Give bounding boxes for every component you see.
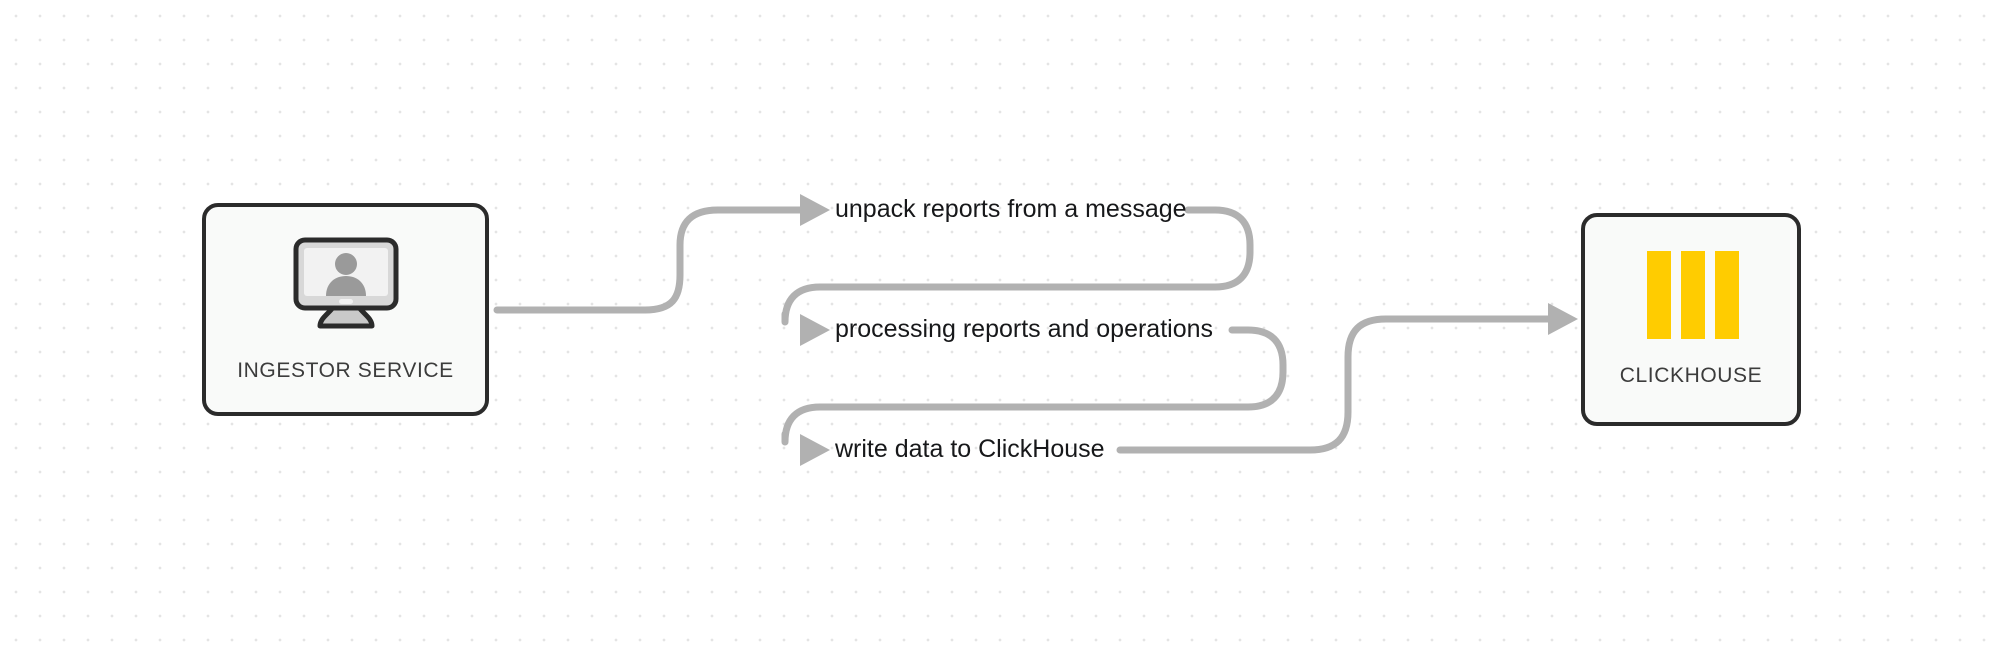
clickhouse-bars-icon — [1639, 251, 1743, 344]
node-clickhouse[interactable]: CLICKHOUSE — [1581, 213, 1801, 426]
node-ingestor-label: INGESTOR SERVICE — [237, 359, 454, 382]
edge-label-unpack-reports: unpack reports from a message — [835, 195, 1187, 223]
arrow-head-step3 — [800, 434, 830, 466]
arrow-head-step2 — [800, 314, 830, 346]
connector-step1-loop — [781, 206, 1254, 326]
edge-label-write-data: write data to ClickHouse — [835, 435, 1105, 463]
connector-ingestor-to-step1 — [493, 206, 804, 314]
node-ingestor-service[interactable]: INGESTOR SERVICE — [202, 203, 489, 416]
monitor-user-icon — [292, 236, 400, 341]
node-clickhouse-label: CLICKHOUSE — [1619, 364, 1763, 387]
connector-step3-to-clickhouse — [1116, 315, 1552, 454]
connector-step2-loop — [781, 326, 1287, 446]
edge-label-processing-reports: processing reports and operations — [835, 315, 1214, 343]
arrow-head-clickhouse — [1548, 303, 1578, 335]
arrow-head-step1 — [800, 194, 830, 226]
